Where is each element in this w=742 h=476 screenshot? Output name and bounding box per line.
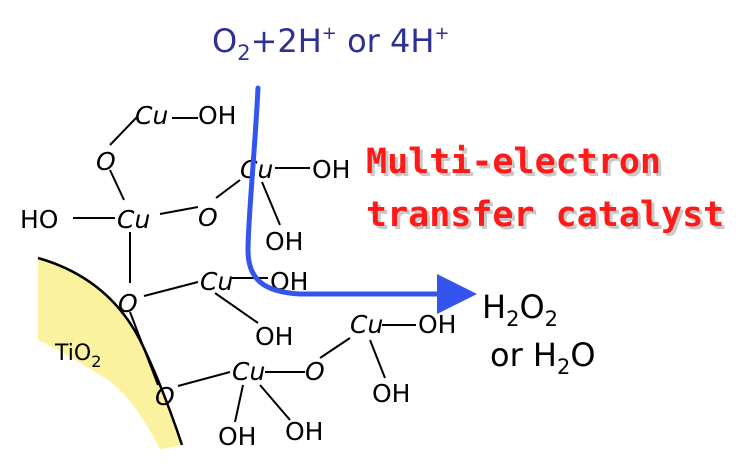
o-atom: O [155,382,175,411]
oh-group: OH [418,310,456,339]
cu-atom: Cu [200,267,233,296]
svg-text:Multi-electron: Multi-electron [369,145,664,185]
cu-atom: Cu [232,357,265,386]
cu-atom: Cu [135,101,168,130]
oh-group: OH [198,101,236,130]
svg-text:transfer catalyst: transfer catalyst [369,198,727,238]
cu-atom: Cu [117,205,150,234]
svg-text:H2O2: H2O2 [482,288,558,331]
o-atom: O [96,147,116,176]
ho-group: HO [20,205,58,234]
catalyst-label: Multi-electron Multi-electron transfer c… [366,142,727,238]
o-atom: O [305,357,325,386]
atoms: Cu OH O Cu OH HO Cu O OH Cu OH O OH Cu O… [20,101,456,451]
cu-atom: Cu [240,155,273,184]
oh-group: OH [255,322,293,351]
oh-group: OH [218,422,256,451]
oh-group: OH [312,155,350,184]
tio2-label: TiO2 [54,341,101,371]
cu-atom: Cu [350,310,383,339]
reactant-label: O2+2H+ or 4H+ [212,22,449,65]
electron-transfer-arrow [245,85,477,314]
svg-text:Multi-electron: Multi-electron [366,142,661,182]
oh-group: OH [372,379,410,408]
tio2-support [38,258,182,449]
svg-text:transfer catalyst: transfer catalyst [366,195,724,235]
oh-group: OH [285,417,323,446]
bonds [73,116,416,423]
o-atom: O [118,289,138,318]
o-atom: O [198,203,218,232]
oh-group: OH [265,227,303,256]
svg-text:or H2O: or H2O [490,336,596,379]
product-label: H2O2 or H2O [482,288,596,379]
